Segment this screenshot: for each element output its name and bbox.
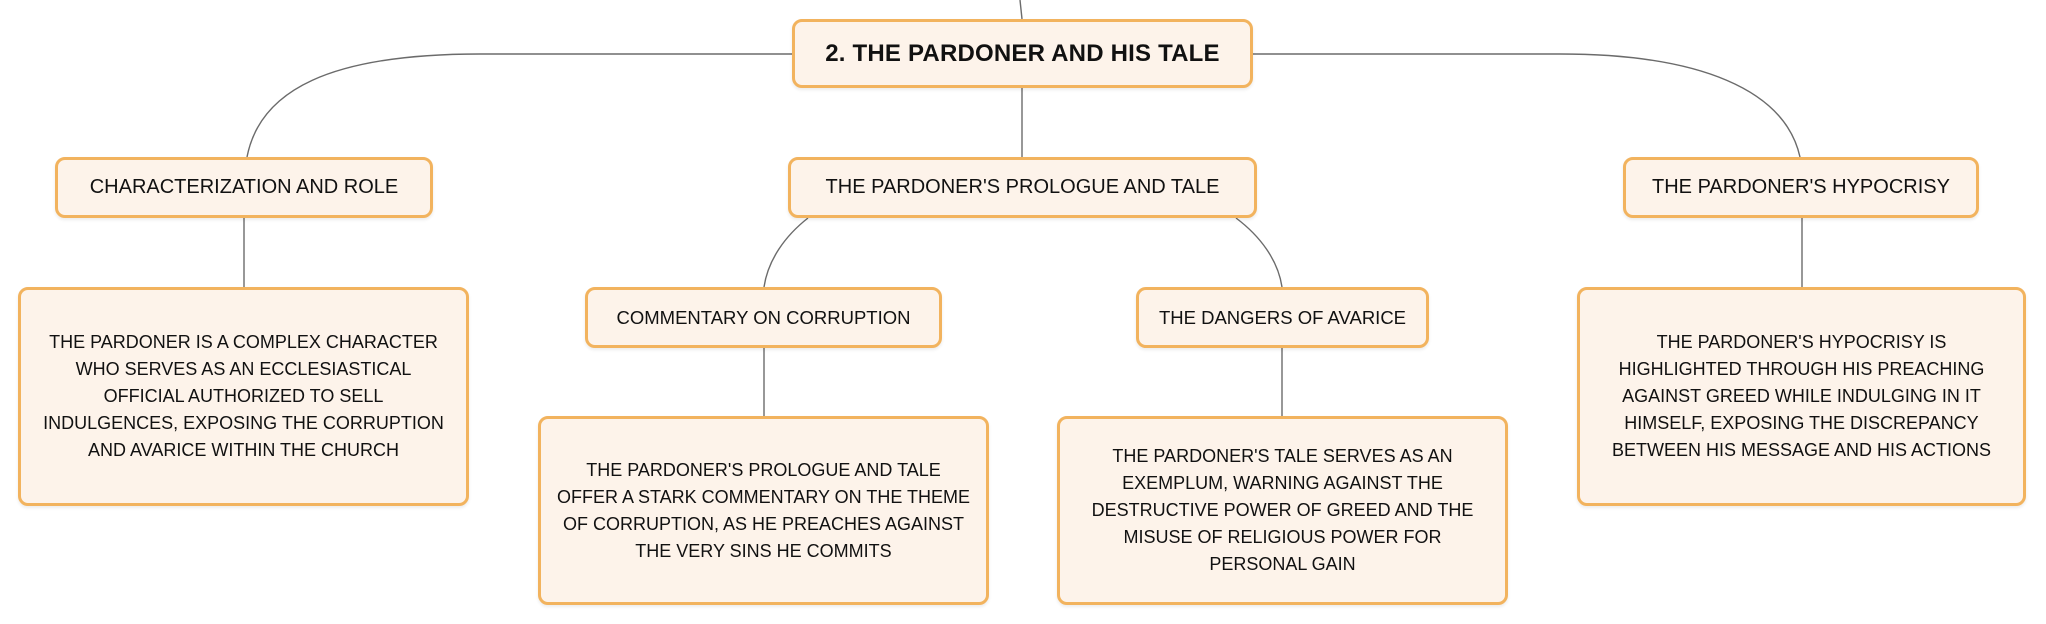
root-node[interactable]: 2. THE PARDONER AND HIS TALE xyxy=(792,19,1253,88)
branch-prologue-and-tale[interactable]: THE PARDONER'S PROLOGUE AND TALE xyxy=(788,157,1257,218)
sub-label: THE DANGERS OF AVARICE xyxy=(1158,306,1407,328)
branch-label: THE PARDONER'S HYPOCRISY xyxy=(1652,176,1950,198)
connector-root-to-hypocrisy xyxy=(1253,53,1801,158)
root-node-label: 2. THE PARDONER AND HIS TALE xyxy=(825,39,1220,67)
detail-commentary-on-corruption[interactable]: THE PARDONER'S PROLOGUE AND TALE OFFER A… xyxy=(538,416,989,605)
detail-text: THE PARDONER'S PROLOGUE AND TALE OFFER A… xyxy=(556,459,971,561)
branch-label: THE PARDONER'S PROLOGUE AND TALE xyxy=(825,176,1220,198)
connector-root-to-characterization xyxy=(246,53,792,158)
detail-dangers-of-avarice[interactable]: THE PARDONER'S TALE SERVES AS AN EXEMPLU… xyxy=(1057,416,1508,605)
sub-dangers-of-avarice[interactable]: THE DANGERS OF AVARICE xyxy=(1136,287,1429,348)
detail-hypocrisy[interactable]: THE PARDONER'S HYPOCRISY IS HIGHLIGHTED … xyxy=(1577,287,2026,506)
detail-characterization[interactable]: THE PARDONER IS A COMPLEX CHARACTER WHO … xyxy=(18,287,469,506)
sub-commentary-on-corruption[interactable]: COMMENTARY ON CORRUPTION xyxy=(585,287,942,348)
connector-prologue-to-avarice xyxy=(1235,217,1283,288)
detail-text: THE PARDONER IS A COMPLEX CHARACTER WHO … xyxy=(43,332,444,460)
sub-label: COMMENTARY ON CORRUPTION xyxy=(616,306,911,328)
detail-text: THE PARDONER'S HYPOCRISY IS HIGHLIGHTED … xyxy=(1611,332,1992,460)
branch-characterization-and-role[interactable]: CHARACTERIZATION AND ROLE xyxy=(55,157,433,218)
branch-label: CHARACTERIZATION AND ROLE xyxy=(89,176,399,198)
connector-prologue-to-corruption xyxy=(763,217,809,288)
connector-incoming-root xyxy=(1019,0,1023,20)
branch-hypocrisy[interactable]: THE PARDONER'S HYPOCRISY xyxy=(1623,157,1979,218)
detail-text: THE PARDONER'S TALE SERVES AS AN EXEMPLU… xyxy=(1091,446,1474,574)
